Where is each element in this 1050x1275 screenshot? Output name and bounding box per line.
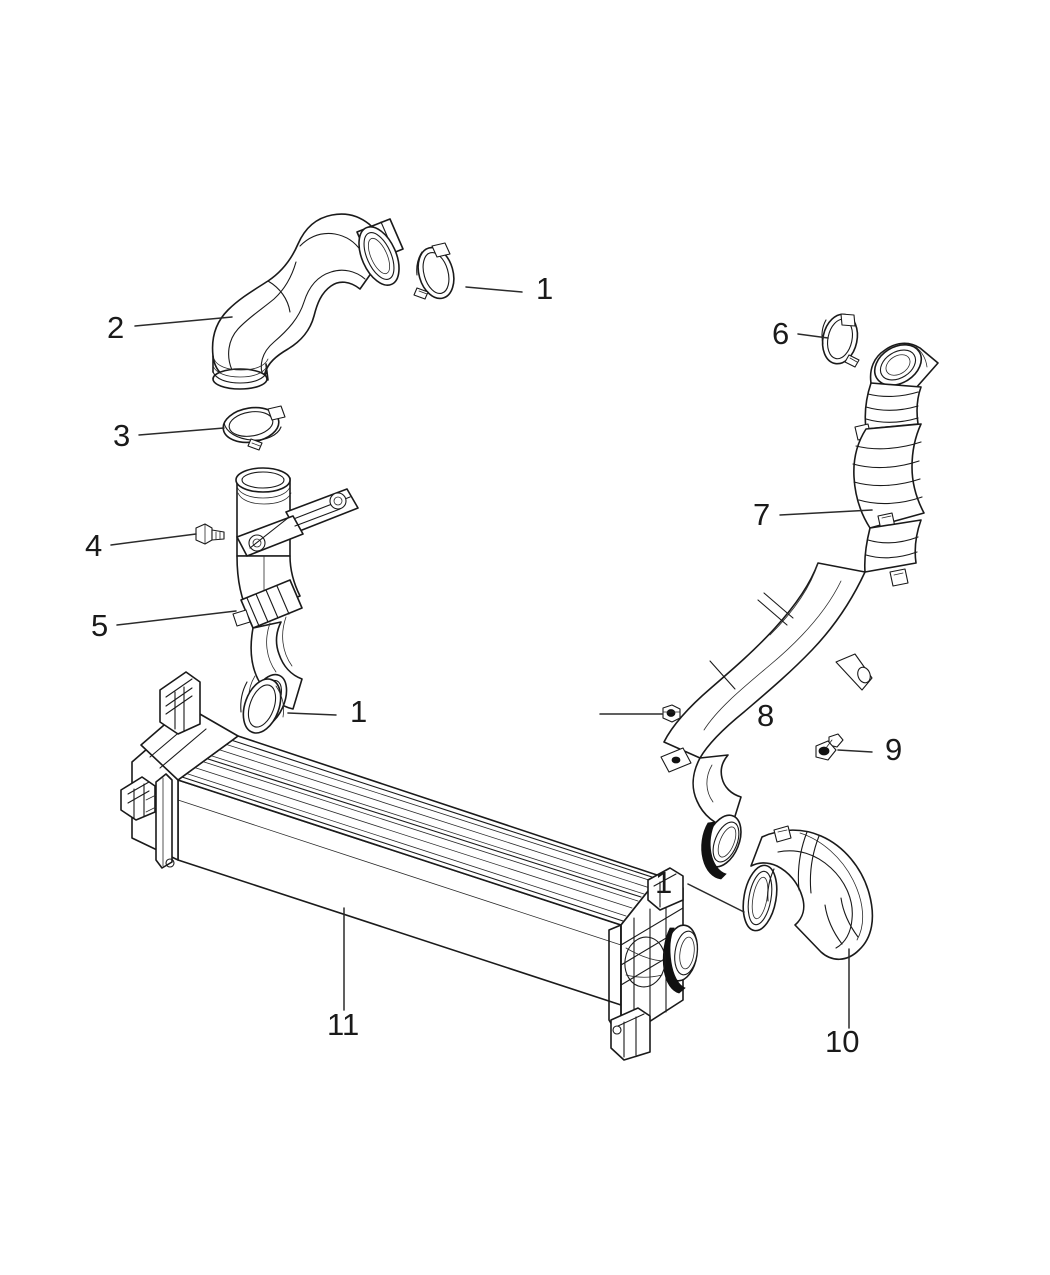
callout-number: 1 <box>350 694 367 729</box>
callout-8-nut-duct-mount[interactable]: 8 <box>599 698 774 733</box>
callout-3-hose-clamp-mid-left[interactable]: 3 <box>113 418 225 453</box>
callout-11-charge-air-cooler[interactable]: 11 <box>327 907 359 1042</box>
leader-line <box>287 712 337 716</box>
callout-9-screw-duct-mount[interactable]: 9 <box>837 732 902 767</box>
part-6-hose-clamp[interactable] <box>818 311 862 368</box>
part-3-hose-clamp[interactable] <box>221 404 286 451</box>
callout-layer: 1 2 3 4 5 1 6 7 8 9 1 10 11 <box>85 271 902 1059</box>
callout-number: 2 <box>107 310 124 345</box>
leader-line <box>837 749 873 753</box>
duct5-collar <box>232 579 303 629</box>
callout-4-bolt-duct-bracket[interactable]: 4 <box>85 528 197 563</box>
leader-line <box>134 316 233 327</box>
leader-line <box>116 610 237 626</box>
part-11-charge-air-cooler[interactable] <box>120 671 701 1061</box>
cooler-right-end-tank <box>608 867 699 1061</box>
callout-number: 7 <box>753 497 770 532</box>
callout-1-hose-clamp-upper-right[interactable]: 1 <box>465 271 553 306</box>
leader-line <box>779 509 873 516</box>
duct5-mount-bracket <box>236 488 359 557</box>
callout-number: 8 <box>757 698 774 733</box>
duct7-mount-tab <box>835 653 873 691</box>
part-1-hose-clamp-upper[interactable] <box>412 242 459 303</box>
duct2-inlet-collar <box>356 218 404 286</box>
cooler-left-end-tank <box>120 671 239 869</box>
callout-number: 9 <box>885 732 902 767</box>
callout-5-air-duct-lower-left[interactable]: 5 <box>91 608 237 643</box>
callout-6-hose-clamp-upper-right-duct[interactable]: 6 <box>772 316 829 351</box>
callout-2-air-duct-upper-left[interactable]: 2 <box>107 310 233 345</box>
part-1-hose-clamp-lower-left[interactable] <box>236 674 287 738</box>
callout-7-air-duct-right[interactable]: 7 <box>753 497 873 532</box>
leader-line <box>110 533 197 546</box>
leader-line <box>797 333 829 339</box>
part-2-upper-left-air-duct[interactable] <box>211 213 408 390</box>
callout-1-hose-clamp-lower-right[interactable]: 1 <box>655 865 745 913</box>
leader-line <box>138 427 225 436</box>
callout-number: 3 <box>113 418 130 453</box>
part-10-outlet-air-duct[interactable] <box>739 825 874 961</box>
part-4-bolt[interactable] <box>195 523 225 545</box>
callout-10-air-duct-outlet[interactable]: 10 <box>825 948 859 1059</box>
callout-number: 10 <box>825 1024 859 1059</box>
part-8-nut[interactable] <box>662 704 681 723</box>
callout-number: 1 <box>655 865 672 900</box>
part-9-screw[interactable] <box>815 733 844 761</box>
callout-number: 4 <box>85 528 102 563</box>
leader-line <box>465 286 523 293</box>
part-7-right-air-duct[interactable] <box>660 336 939 880</box>
callout-1-hose-clamp-lower-left[interactable]: 1 <box>287 694 367 729</box>
callout-number: 1 <box>536 271 553 306</box>
leader-line <box>687 883 745 913</box>
callout-number: 11 <box>327 1007 359 1042</box>
callout-number: 5 <box>91 608 108 643</box>
callout-number: 6 <box>772 316 789 351</box>
